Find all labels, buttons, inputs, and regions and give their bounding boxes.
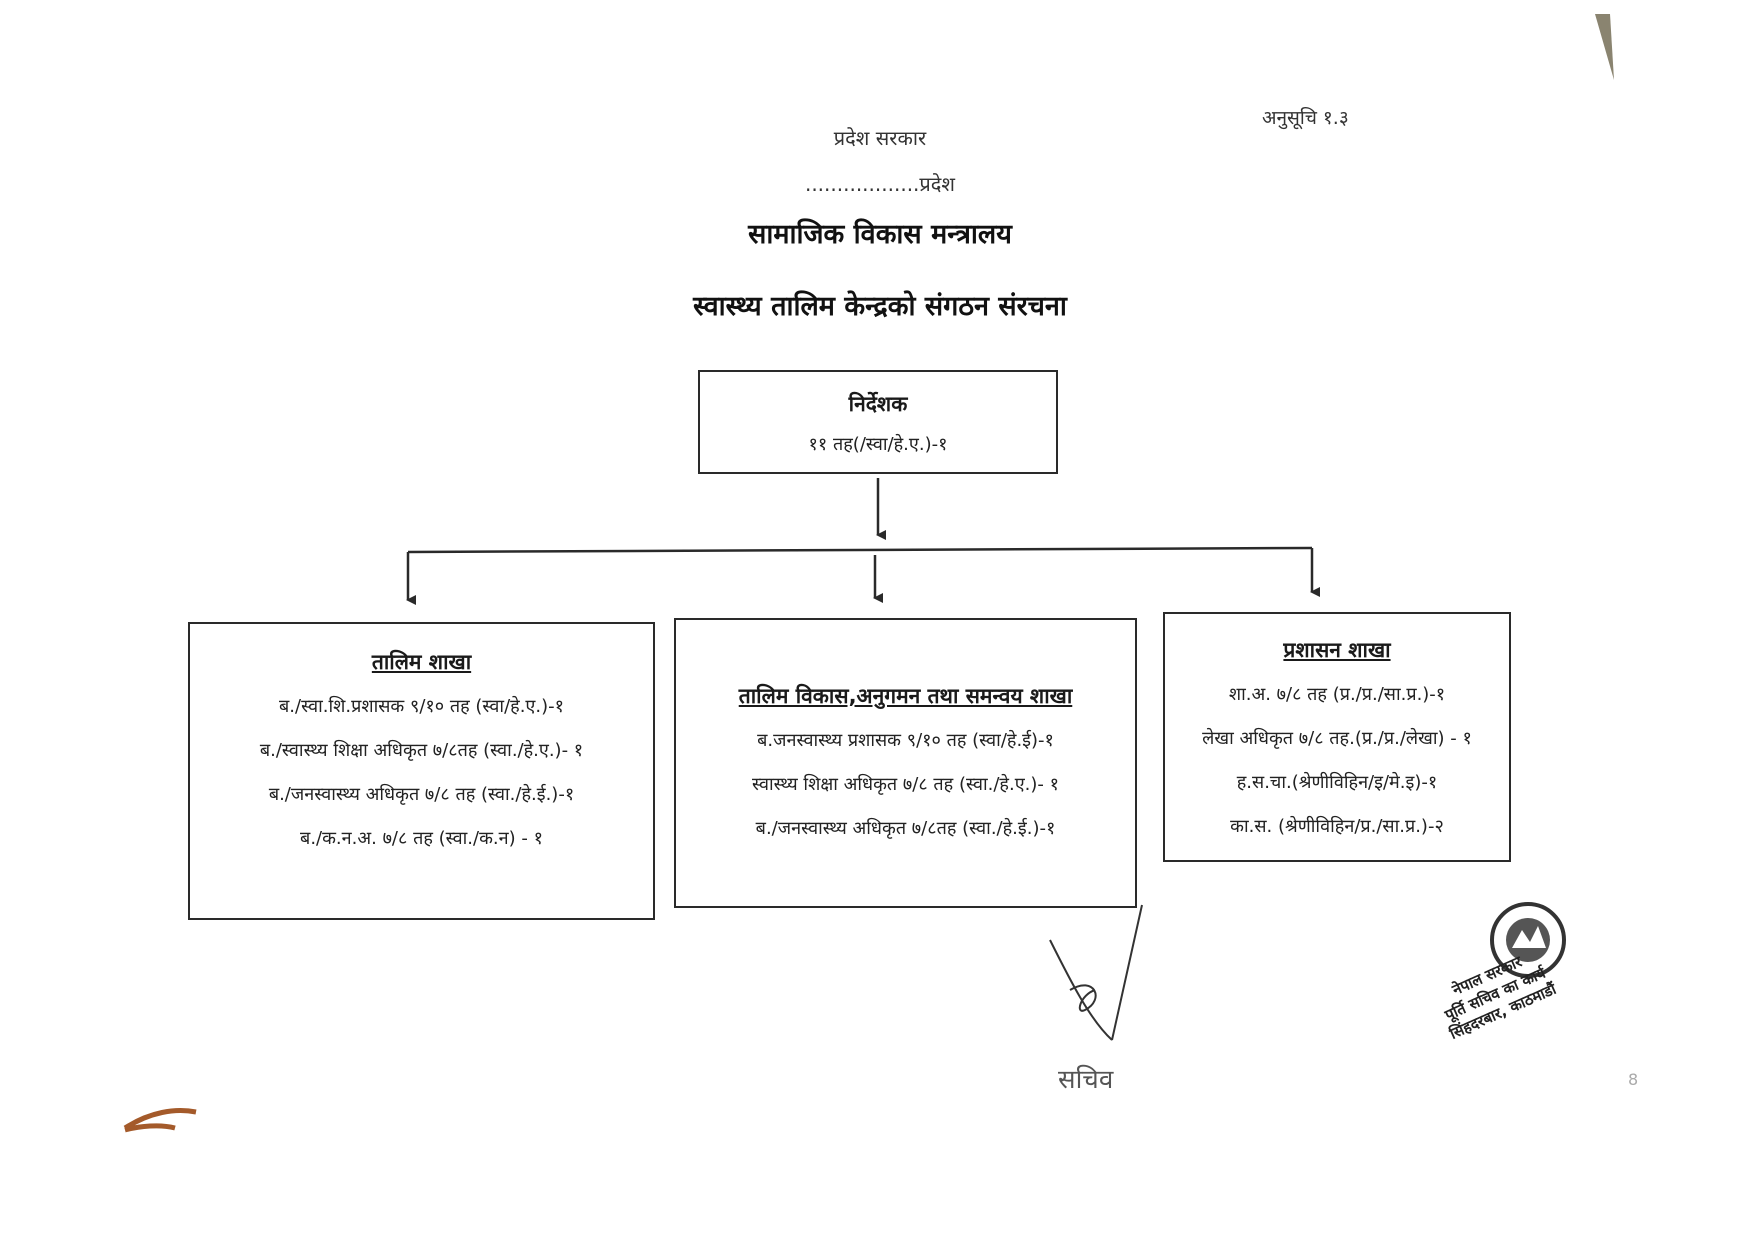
development-branch-line: स्वास्थ्य शिक्षा अधिकृत ७/८ तह (स्वा./हे… — [752, 774, 1059, 795]
admin-branch-line: लेखा अधिकृत ७/८ तह.(प्र./प्र./लेखा) - १ — [1202, 728, 1472, 749]
signature-icon — [1049, 904, 1143, 1041]
government-seal-icon — [1490, 902, 1566, 978]
page-number: 8 — [1628, 1070, 1639, 1089]
signature-label: सचिव — [1058, 1065, 1114, 1095]
development-branch-title: तालिम विकास,अनुगमन तथा समन्वय शाखा — [738, 684, 1073, 708]
province-label: ..................प्रदेश — [804, 172, 956, 196]
page-edge-mark — [1595, 14, 1614, 80]
admin-branch-line: शा.अ. ७/८ तह (प्र./प्र./सा.प्र.)-१ — [1228, 684, 1446, 705]
ministry-title: सामाजिक विकास मन्त्रालय — [748, 219, 1012, 250]
training-branch-line: ब./क.न.अ. ७/८ तह (स्वा./क.न) - १ — [300, 828, 543, 849]
annex-number: अनुसूचि १.३ — [1262, 107, 1349, 129]
director-title: निर्देशक — [848, 392, 908, 416]
training-branch-line: ब./स्वास्थ्य शिक्षा अधिकृत ७/८तह (स्वा./… — [259, 740, 584, 761]
training-branch-box: तालिम शाखा ब./स्वा.शि.प्रशासक ९/१० तह (स… — [188, 622, 655, 920]
director-box: निर्देशक ११ तह(/स्वा/हे.ए.)-१ — [698, 370, 1058, 474]
development-branch-box: तालिम विकास,अनुगमन तथा समन्वय शाखा ब.जनस… — [674, 618, 1137, 908]
government-label: प्रदेश सरकार — [833, 126, 927, 150]
admin-branch-box: प्रशासन शाखा शा.अ. ७/८ तह (प्र./प्र./सा.… — [1163, 612, 1511, 862]
training-branch-title: तालिम शाखा — [371, 650, 472, 674]
training-branch-line: ब./जनस्वास्थ्य अधिकृत ७/८ तह (स्वा./हे.ई… — [268, 784, 575, 805]
admin-branch-title: प्रशासन शाखा — [1283, 638, 1391, 662]
org-structure-title: स्वास्थ्य तालिम केन्द्रको संगठन संरचना — [693, 291, 1067, 322]
development-branch-line: ब.जनस्वास्थ्य प्रशासक ९/१० तह (स्वा/हे.ई… — [757, 730, 1054, 751]
admin-branch-line: ह.स.चा.(श्रेणीविहिन/इ/मे.इ)-१ — [1236, 772, 1438, 793]
director-detail: ११ तह(/स्वा/हे.ए.)-१ — [808, 434, 948, 455]
development-branch-line: ब./जनस्वास्थ्य अधिकृत ७/८तह (स्वा./हे.ई.… — [755, 818, 1056, 839]
branch-horizontal-connector — [407, 546, 1313, 554]
page-edge-smudge — [123, 1108, 197, 1133]
admin-branch-line: का.स. (श्रेणीविहिन/प्र./सा.प्र.)-२ — [1230, 816, 1444, 837]
training-branch-line: ब./स्वा.शि.प्रशासक ९/१० तह (स्वा/हे.ए.)-… — [279, 696, 564, 717]
